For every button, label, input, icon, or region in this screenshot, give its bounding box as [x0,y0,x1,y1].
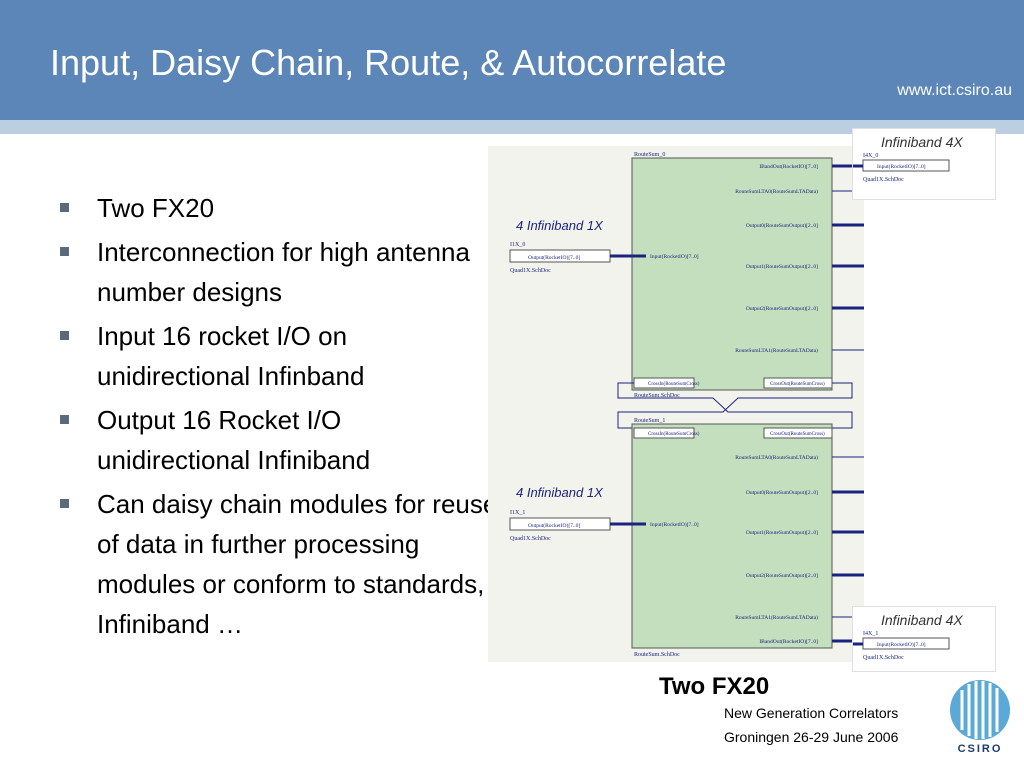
i1x-top-port: Output(RocketIO)[7..0] [528,254,580,261]
port-label: Output2(RouteSumOutput)[2..0] [746,572,818,579]
infiniband-4x-bottom-label: Infiniband 4X [881,612,963,628]
label-infiniband-1x-bottom: 4 Infiniband 1X [516,485,604,500]
cross-wire [617,382,853,429]
title-bar [0,0,1024,120]
bullet-list: Two FX20 Interconnection for high antenn… [58,188,498,648]
bullet-square-icon [60,415,69,424]
i4x-top-port: Input(RocketIO)[7..0] [877,163,926,170]
bullet-text: Two FX20 [97,193,215,223]
cross-out-label: CrossOut(RouteSumCross) [770,432,825,437]
i4x-top-doc: Quad1X.SchDoc [863,177,904,183]
port-label: Output0(RouteSumOutput)[2..0] [746,222,818,229]
csiro-logo: CSIRO [940,676,1020,756]
port-label: Output0(RouteSumOutput)[2..0] [746,489,818,496]
port-label: RouteSumLTA0(RouteSumLTAData) [735,454,818,461]
block-bottom-name: RouteSum_1 [634,418,665,424]
i4x-bottom-doc: Quad1X.SchDoc [863,655,904,661]
block-top-input: Input(RocketIO)[7..0] [650,253,699,260]
infiniband-4x-top: Infiniband 4X I4X_0 Input(RocketIO)[7..0… [852,128,996,200]
bullet-text: Input 16 rocket I/O on unidirectional In… [97,321,365,391]
diagram-caption: Two FX20 [659,673,770,700]
bullet-text: Output 16 Rocket I/O unidirectional Infi… [97,405,371,475]
bullet-item: Can daisy chain modules for reuse of dat… [58,484,498,644]
footer-event: New Generation Correlators [724,705,899,721]
i1x-top-name: I1X_0 [510,242,525,248]
port-label: IBandOut(RocketIO)[7..0] [759,638,818,645]
i1x-bottom-name: I1X_1 [510,510,525,516]
cross-out-port [763,427,833,439]
site-url: www.ict.csiro.au [897,82,1012,99]
logo-text: CSIRO [958,743,1003,755]
bullet-item: Input 16 rocket I/O on unidirectional In… [58,316,498,396]
block-bottom-input: Input(RocketIO)[7..0] [650,521,699,528]
infiniband-4x-top-label: Infiniband 4X [881,134,963,150]
i4x-top-name: I4X_0 [863,153,878,159]
cross-out-label: CrossOut(RouteSumCross) [770,382,825,387]
schematic-diagram: RouteSum_0 RouteSum.SchDoc IBandOut(Rock… [488,146,864,662]
bullet-item: Interconnection for high antenna number … [58,232,498,312]
footer-date: Groningen 26-29 June 2006 [724,729,899,745]
port-label: Output2(RouteSumOutput)[2..0] [746,305,818,312]
block-top-doc: RouteSum.SchDoc [634,393,680,399]
bullet-item: Output 16 Rocket I/O unidirectional Infi… [58,400,498,480]
logo-circle [950,680,1010,740]
bullet-text: Interconnection for high antenna number … [97,237,470,307]
title-bar-stripe [0,120,1024,134]
bullet-square-icon [60,499,69,508]
slide-title: Input, Daisy Chain, Route, & Autocorrela… [50,42,727,83]
cross-in-port [633,427,695,439]
cross-wire [617,382,853,429]
block-bottom-doc: RouteSum.SchDoc [634,652,680,658]
port-label: Output1(RouteSumOutput)[2..0] [746,263,818,270]
route-sum-block-bottom [631,423,833,649]
cross-in-label: CrossIn(RouteSumCross) [648,382,700,387]
cross-in-label: CrossIn(RouteSumCross) [648,432,700,437]
i1x-top-doc: Quad1X.SchDoc [510,268,551,274]
i1x-bottom-port: Output(RocketIO)[7..0] [528,522,580,529]
port-label: RouteSumLTA1(RouteSumLTAData) [735,347,818,354]
i4x-bottom-name: I4X_1 [863,631,878,637]
bullet-square-icon [60,203,69,212]
bullet-text: Can daisy chain modules for reuse of dat… [97,489,498,639]
port-label: IBandOut(RocketIO)[7..0] [759,163,818,170]
infiniband-4x-bottom: Infiniband 4X I4X_1 Input(RocketIO)[7..0… [852,606,996,672]
bullet-square-icon [60,247,69,256]
port-label: RouteSumLTA0(RouteSumLTAData) [735,188,818,195]
port-label: RouteSumLTA1(RouteSumLTAData) [735,614,818,621]
i4x-bottom-port: Input(RocketIO)[7..0] [877,641,926,648]
i1x-bottom-doc: Quad1X.SchDoc [510,536,551,542]
bullet-square-icon [60,331,69,340]
route-sum-block-top [631,157,833,391]
bullet-item: Two FX20 [58,188,498,228]
label-infiniband-1x-top: 4 Infiniband 1X [516,218,604,233]
port-label: Output1(RouteSumOutput)[2..0] [746,529,818,536]
block-top-name: RouteSum_0 [634,152,665,158]
